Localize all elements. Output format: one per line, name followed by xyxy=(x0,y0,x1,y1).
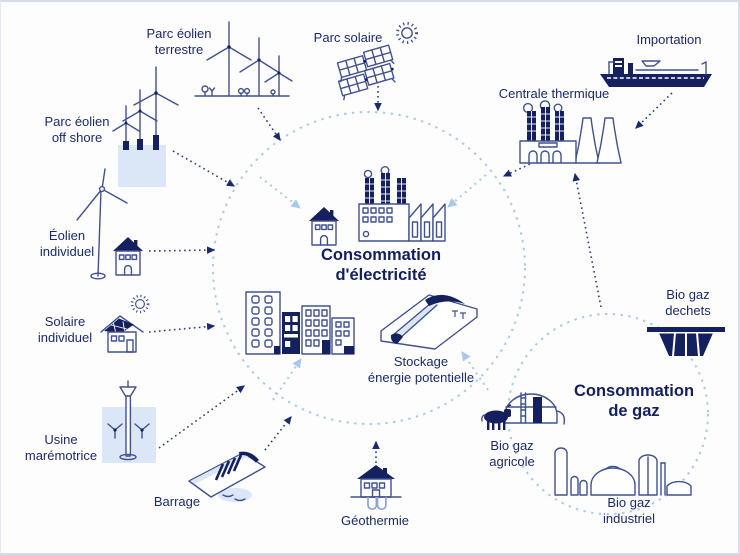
onshore-wind-farm-icon xyxy=(189,17,293,107)
wind-turbine-icon xyxy=(69,168,129,286)
dam-icon xyxy=(183,447,271,505)
house-icon xyxy=(111,234,145,278)
label-parc-eolien-offshore: Parc éolien off shore xyxy=(44,114,110,145)
solar-panels-icon xyxy=(331,44,411,101)
tidal-turbine-icon xyxy=(101,380,157,465)
city-buildings-icon xyxy=(244,288,358,356)
pumped-storage-icon xyxy=(377,287,481,351)
label-eolien-individuel: Éolien individuel xyxy=(39,228,95,259)
sun-icon xyxy=(394,20,420,46)
label-biogaz-industriel: Bio gaz industriel xyxy=(602,495,656,526)
label-centrale-thermique: Centrale thermique xyxy=(498,86,610,101)
waste-container-icon xyxy=(647,320,725,358)
factory-icon xyxy=(353,166,446,242)
label-barrage: Barrage xyxy=(153,494,201,509)
geothermal-house-icon xyxy=(350,461,402,517)
label-usine-maremotrice: Usine marémotrice xyxy=(24,432,98,463)
title-consommation-gaz: Consommation de gaz xyxy=(573,382,695,420)
thermal-power-plant-icon xyxy=(515,100,630,164)
solar-roof-house-icon xyxy=(99,312,145,354)
label-solaire-individuel: Solaire individuel xyxy=(37,314,93,345)
house-icon xyxy=(307,204,341,248)
sun-icon xyxy=(129,293,151,315)
label-importation: Importation xyxy=(636,32,702,47)
label-biogaz-agricole: Bio gaz agricole xyxy=(489,438,535,469)
label-geothermie: Géothermie xyxy=(341,513,409,528)
title-consommation-electricite: Consommation d'électricité xyxy=(320,246,442,284)
cow-and-biogas-dome-icon xyxy=(477,377,569,439)
offshore-wind-farm-icon xyxy=(106,59,184,189)
cargo-ship-icon xyxy=(598,48,714,90)
label-stockage-energie-potentielle: Stockage énergie potentielle xyxy=(367,354,475,385)
label-biogaz-dechets: Bio gaz dechets xyxy=(665,287,711,318)
gas-tanks-icon xyxy=(551,439,692,499)
label-parc-eolien-terrestre: Parc éolien terrestre xyxy=(146,26,212,57)
label-parc-solaire: Parc solaire xyxy=(313,30,383,45)
